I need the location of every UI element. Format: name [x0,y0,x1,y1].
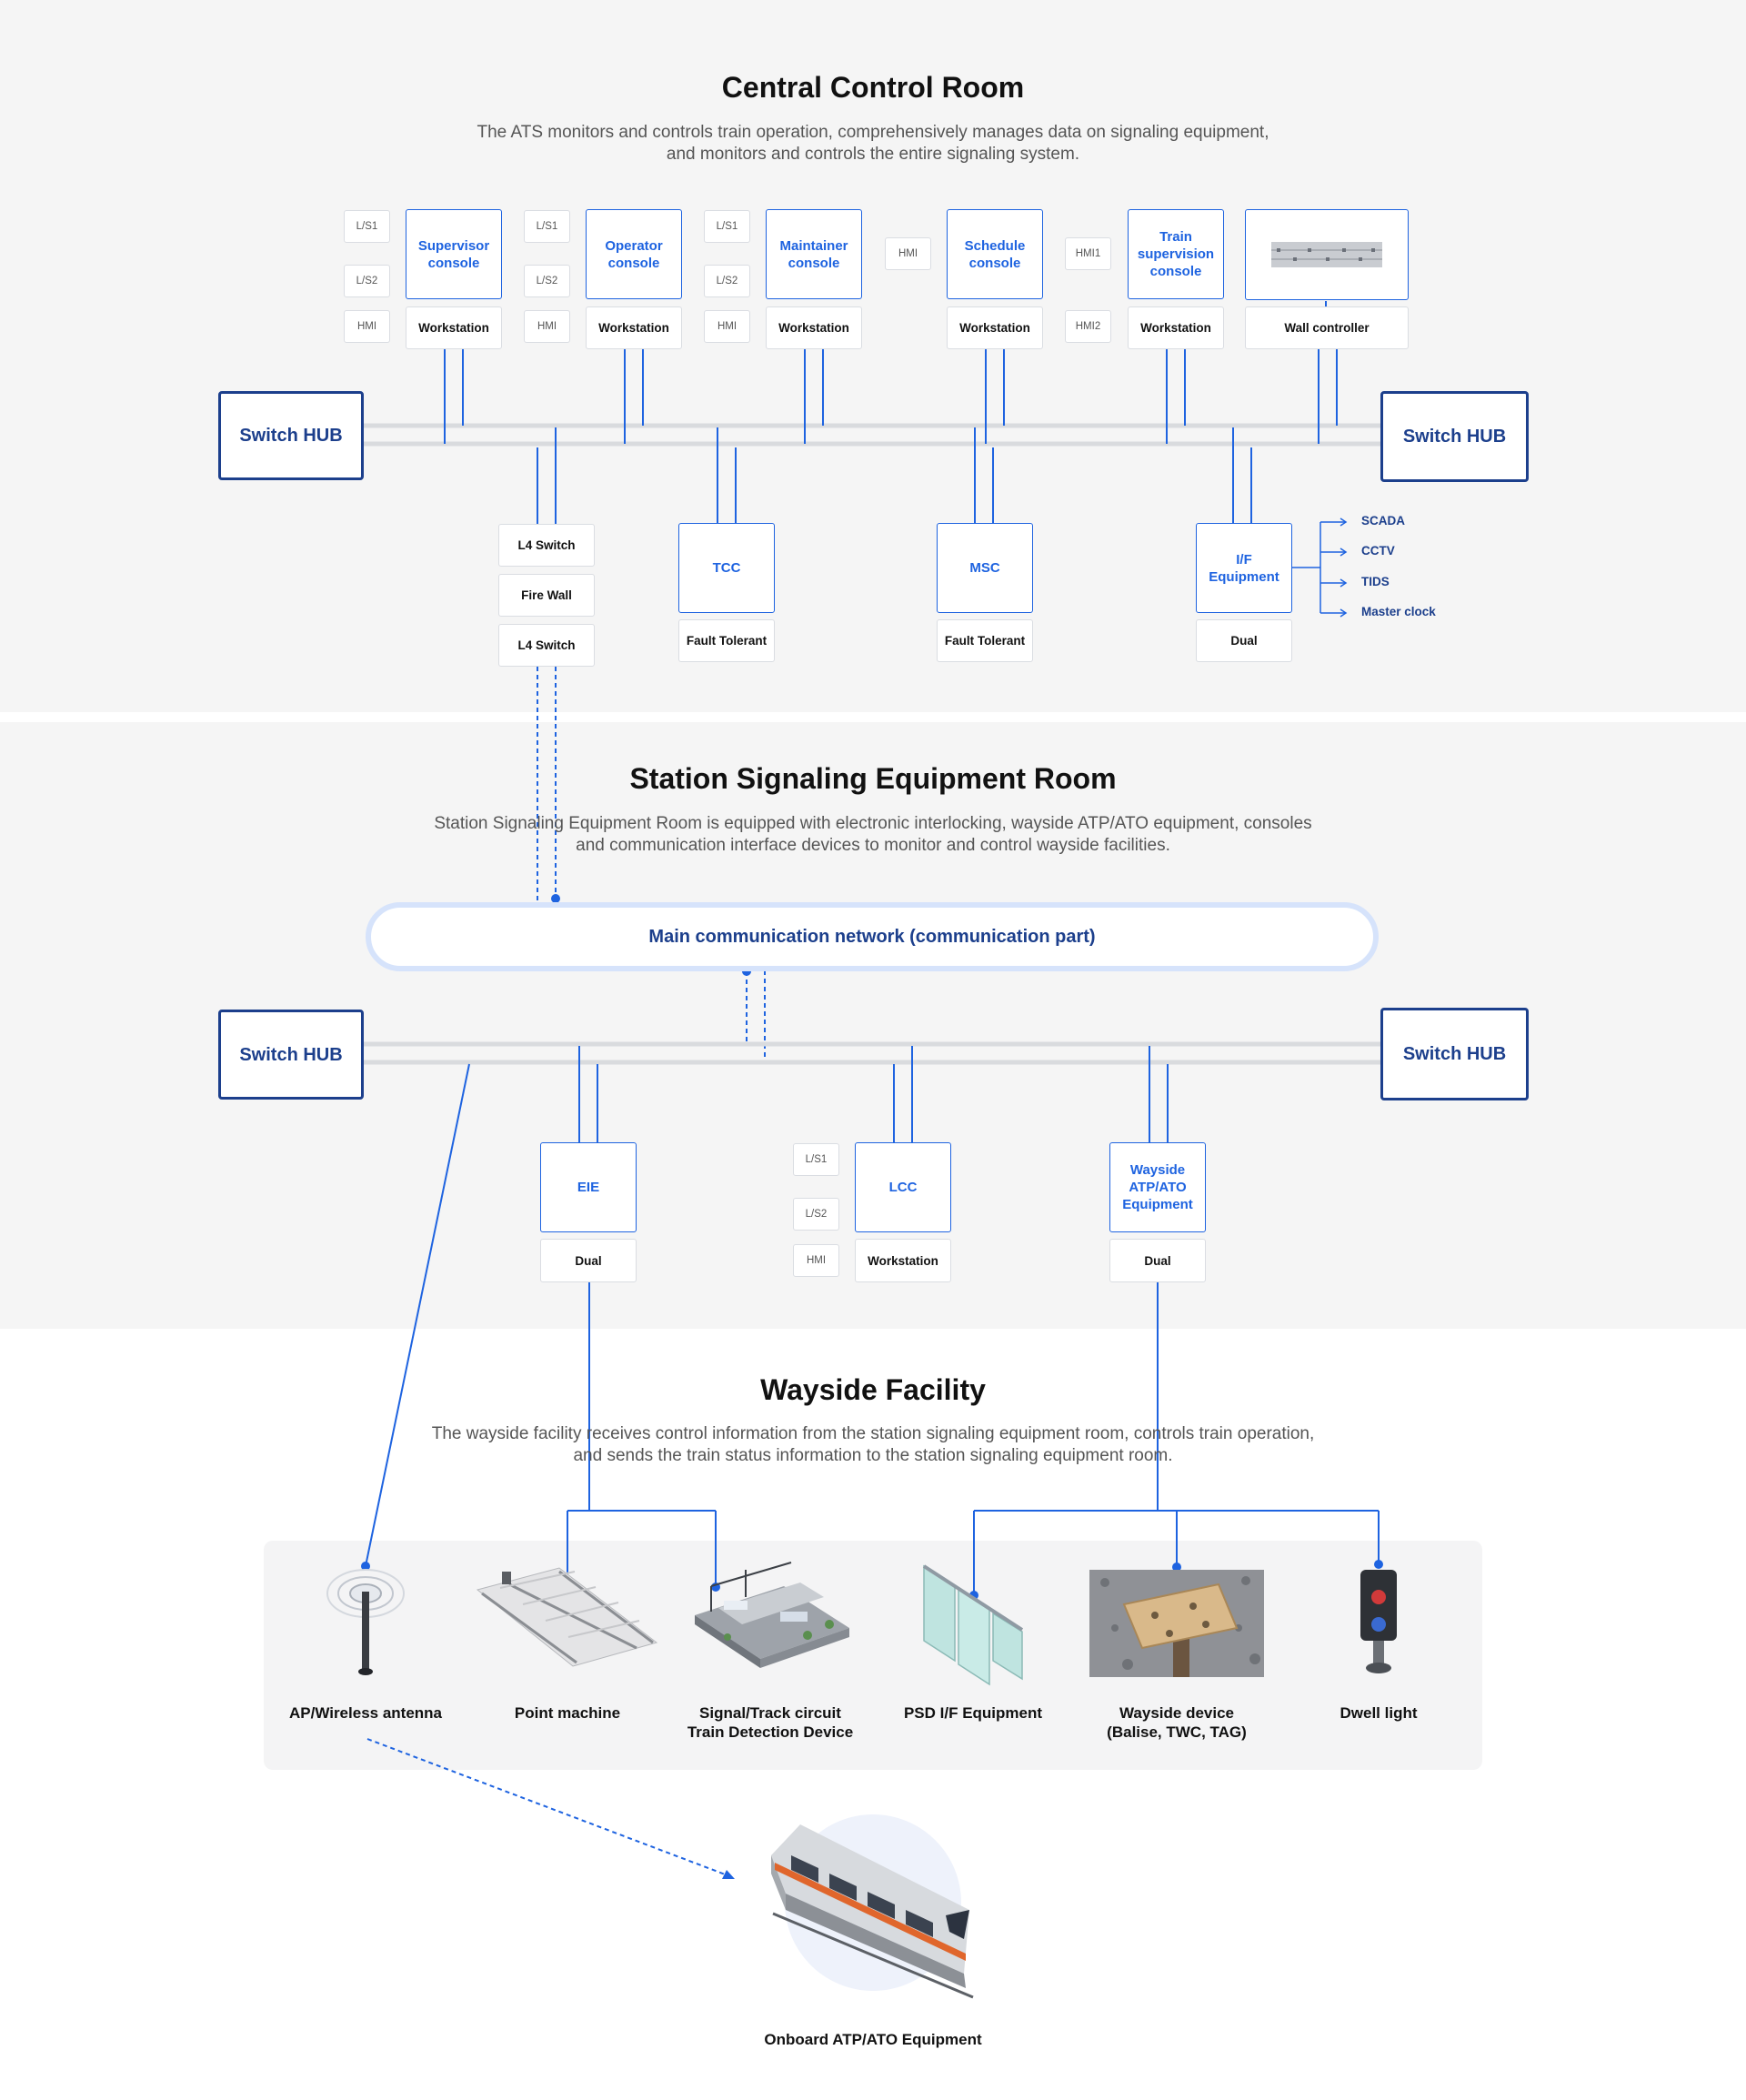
central-desc-1: The ATS monitors and controls train oper… [477,123,1269,142]
wayside-title: Wayside Facility [760,1373,986,1406]
video-wall[interactable] [1245,209,1409,300]
station-switch-hub-right[interactable]: Switch HUB [1380,1008,1529,1100]
tcc-box[interactable]: TCC [678,523,775,613]
psd-icon [922,1564,1024,1686]
l4-switch-upper[interactable]: L4 Switch [498,524,595,567]
external-links [1292,517,1348,618]
antenna-icon [326,1569,405,1675]
msc-box[interactable]: MSC [937,523,1033,613]
balise-label-1: Wayside device [1119,1704,1234,1722]
wayside-devices-panel [264,1541,1482,1770]
ls2-tag: L/S2 [344,265,390,297]
video-wall-icon [1271,242,1382,267]
point-machine-label: Point machine [514,1704,621,1722]
if-equipment-box[interactable]: I/F Equipment [1196,523,1292,613]
ls2-tag: L/S2 [524,265,570,297]
operator-workstation[interactable]: Workstation [586,306,682,349]
ext-tids: TIDS [1361,575,1390,588]
arrow-head-icon [722,1870,735,1879]
ls2-tag: L/S2 [704,265,750,297]
hmi2-tag: HMI2 [1065,310,1111,343]
signal-track-label-2: Train Detection Device [687,1723,854,1741]
train-icon [771,1814,974,1999]
hmi-tag: HMI [793,1244,839,1277]
supervisor-console[interactable]: Supervisor console [406,209,502,299]
ls1-tag: L/S1 [344,210,390,243]
hmi-tag: HMI [344,310,390,343]
msc-fault-tolerant: Fault Tolerant [937,619,1033,662]
wayside-desc-2: and sends the train status information t… [573,1446,1173,1465]
eie-dual: Dual [540,1239,637,1282]
signal-track-icon [695,1562,849,1668]
lcc-workstation[interactable]: Workstation [855,1239,951,1282]
ext-master-clock: Master clock [1361,605,1436,618]
eie-box[interactable]: EIE [540,1142,637,1232]
station-links [365,1046,1380,1608]
ls1-tag: L/S1 [704,210,750,243]
switch-hub-left[interactable]: Switch HUB [218,391,364,480]
psd-label: PSD I/F Equipment [903,1704,1043,1722]
schedule-workstation[interactable]: Workstation [947,306,1043,349]
wall-controller[interactable]: Wall controller [1245,306,1409,349]
ls1-tag: L/S1 [524,210,570,243]
point-machine-icon [476,1567,658,1667]
central-title: Central Control Room [721,71,1025,104]
station-desc-2: and communication interface devices to m… [576,836,1170,855]
operator-console[interactable]: Operator console [586,209,682,299]
fire-wall[interactable]: Fire Wall [498,574,595,617]
supervisor-workstation[interactable]: Workstation [406,306,502,349]
balise-icon [1089,1570,1264,1677]
train-supervision-workstation[interactable]: Workstation [1128,306,1224,349]
signal-track-label-1: Signal/Track circuit [699,1704,841,1722]
ext-scada: SCADA [1361,514,1406,528]
ext-cctv: CCTV [1361,544,1395,558]
station-switch-hub-left[interactable]: Switch HUB [218,1010,364,1100]
ls1-tag: L/S1 [793,1143,839,1176]
ls2-tag: L/S2 [793,1198,839,1231]
switch-hub-right[interactable]: Switch HUB [1380,391,1529,482]
onboard-label: Onboard ATP/ATO Equipment [764,2031,982,2048]
main-communication-network[interactable]: Main communication network (communicatio… [366,902,1379,971]
balise-label-2: (Balise, TWC, TAG) [1107,1723,1247,1741]
wayside-atp-dual: Dual [1109,1239,1206,1282]
station-desc-1: Station Signaling Equipment Room is equi… [434,814,1312,833]
workstation-links [444,301,1338,524]
wireless-link [366,1738,728,1876]
central-control-room-section [0,0,1746,712]
wayside-desc-1: The wayside facility receives control in… [431,1424,1315,1443]
hmi-tag: HMI [704,310,750,343]
train-supervision-console[interactable]: Train supervision console [1128,209,1224,299]
maintainer-console[interactable]: Maintainer console [766,209,862,299]
l4-switch-lower[interactable]: L4 Switch [498,624,595,667]
antenna-label: AP/Wireless antenna [288,1704,443,1722]
station-title: Station Signaling Equipment Room [629,762,1117,795]
central-desc-2: and monitors and controls the entire sig… [666,145,1080,164]
maintainer-workstation[interactable]: Workstation [766,306,862,349]
lcc-box[interactable]: LCC [855,1142,951,1232]
hmi-tag: HMI [524,310,570,343]
hmi-tag: HMI [885,237,931,270]
dwell-light-icon [1360,1570,1397,1673]
hmi1-tag: HMI1 [1065,237,1111,270]
schedule-console[interactable]: Schedule console [947,209,1043,299]
tcc-fault-tolerant: Fault Tolerant [678,619,775,662]
if-dual: Dual [1196,619,1292,662]
dwell-light-label: Dwell light [1340,1704,1418,1722]
wayside-atp-ato-box[interactable]: Wayside ATP/ATO Equipment [1109,1142,1206,1232]
